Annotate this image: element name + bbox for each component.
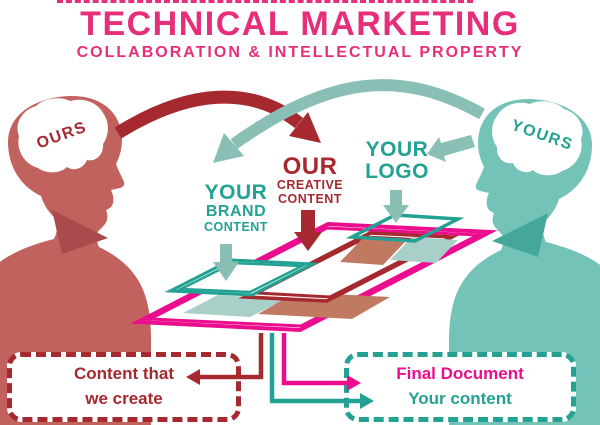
right-head-collar [492,213,548,257]
logo-patch [390,237,458,263]
brand-content-layer-inner [176,261,307,294]
brand-label-line2: BRAND [205,203,267,220]
logo-layer [345,213,465,243]
logo-label-line2: LOGO [365,160,429,183]
content-we-create-box: Content that we create [7,352,241,422]
creative-label-line2: CREATIVE [276,178,344,192]
left-head-collar [52,210,108,254]
right-head-shape [449,99,600,425]
right-head-silhouette [449,99,600,425]
logo-label: YOUR LOGO [340,139,454,183]
logo-down-arrow-icon [383,190,409,223]
right-box-line2: Your content [408,389,512,408]
creative-down-arrow-icon [294,210,322,251]
cropped-text-artifact [57,0,473,3]
brand-content-layer [164,258,319,297]
creative-content-label: OUR CREATIVE CONTENT [252,153,368,207]
page-title: TECHNICAL MARKETING [80,5,520,43]
final-document-plane-inner [144,226,484,328]
left-head-shape [0,96,151,425]
brand-label-line1: YOUR [204,181,268,204]
final-document-box: Final Document Your content [344,352,576,422]
brand-label-line3: CONTENT [204,220,268,234]
yours-curved-arrow-icon [213,79,485,163]
left-head-silhouette [0,96,151,425]
logo-left-arrow-icon [427,135,475,162]
creative-patch-upper [340,239,405,265]
creative-label-line3: CONTENT [278,192,342,206]
brand-content-patch [183,295,285,317]
left-box-line2: we create [85,389,163,408]
right-brain-shape [492,101,583,176]
page-subtitle: COLLABORATION & INTELLECTUAL PROPERTY [76,44,524,61]
left-box-line1: Content that [73,364,175,384]
logo-label-line1: YOUR [365,138,429,161]
brand-content-label: YOUR BRAND CONTENT [176,182,296,234]
isometric-document-stack [130,213,498,333]
left-brain-shape [17,98,108,173]
creative-label-line1: OUR [282,153,338,180]
brand-down-arrow-icon [213,244,239,281]
right-box-line1: Final Document [396,364,524,384]
